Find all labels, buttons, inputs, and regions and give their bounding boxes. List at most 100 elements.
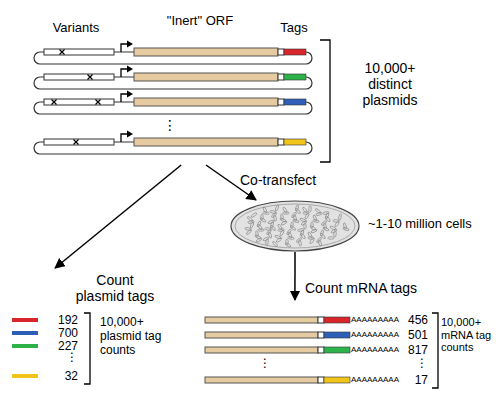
cell (309, 206, 312, 213)
bracket (432, 313, 438, 388)
arrow-connector (55, 165, 181, 268)
annotation-label: ⋮ (392, 356, 428, 370)
cell (270, 210, 277, 214)
node-label: 10,000+ mRNA tag counts (441, 316, 498, 354)
cell (277, 224, 283, 231)
cell (330, 225, 337, 230)
dish-rim (235, 204, 355, 248)
bracket (320, 40, 330, 162)
mrna (205, 317, 324, 323)
cell (323, 211, 330, 214)
annotation-label: AAAAAAAAA (351, 345, 403, 355)
tag-red (324, 317, 350, 323)
cell (282, 207, 287, 214)
annotation-label: 817 (392, 343, 428, 357)
cell (257, 221, 262, 228)
cell (247, 216, 253, 222)
annotation-label: 456 (392, 313, 428, 327)
annotation-label: Tags (264, 20, 324, 35)
tag-blue (324, 332, 350, 338)
annotation-label: 700 (42, 326, 78, 340)
cell (338, 214, 342, 221)
cell (263, 237, 270, 242)
variant-mark (74, 140, 79, 145)
cell (281, 220, 288, 225)
cell (248, 220, 255, 224)
plasmid-tag-counts: 10,000+ plasmid tag counts (8, 268, 165, 390)
cell (302, 207, 308, 214)
variant-mark (96, 100, 101, 105)
annotation-label: AAAAAAAAA (351, 315, 403, 325)
dish (231, 201, 359, 251)
tag-bar (12, 374, 38, 378)
annotation-label: 32 (42, 369, 78, 383)
plasmid (34, 91, 312, 115)
edge-label: Co-transfect (240, 172, 340, 188)
tag-green (284, 74, 306, 80)
cell (316, 212, 323, 216)
cell (291, 212, 297, 218)
cell (251, 212, 258, 218)
tag-bar (12, 344, 38, 348)
tag-bar (12, 318, 38, 322)
cell (263, 207, 268, 214)
cell (261, 214, 263, 220)
annotation-label: AAAAAAAAA (351, 330, 403, 340)
annotation-label: 501 (392, 328, 428, 342)
cell (328, 237, 335, 240)
cell (311, 222, 314, 228)
bracket (84, 313, 90, 384)
node-label: 10,000+ plasmid tag counts (100, 316, 162, 357)
annotation-label: Variants (41, 20, 111, 35)
cell (320, 230, 324, 237)
cell (298, 228, 305, 232)
cell (295, 205, 299, 212)
edge-label: Count plasmid tags (72, 272, 158, 304)
annotation-label: 192 (42, 313, 78, 327)
cell (321, 220, 327, 226)
tag-bar (12, 331, 38, 335)
cell (280, 214, 283, 221)
cell (255, 231, 258, 238)
cell (268, 220, 275, 224)
plasmid-library: 10,000+ distinct plasmids (30, 40, 450, 165)
annotation-label: ⋮ (160, 117, 180, 133)
variant-mark (60, 50, 65, 55)
cell-dish: ~1-10 million cells (230, 200, 360, 252)
mrna (205, 347, 324, 353)
mrna (205, 377, 324, 383)
cell (272, 241, 278, 247)
node-label: 10,000+ distinct plasmids (345, 60, 435, 108)
edge-label: Count mRNA tags (305, 280, 445, 296)
tag-yellow (324, 377, 350, 383)
cell (278, 229, 285, 232)
cell (333, 220, 340, 223)
cell (331, 228, 338, 233)
plasmid (34, 131, 312, 155)
mrna (205, 332, 324, 338)
cell (275, 205, 280, 212)
annotation-label: ⋮ (255, 356, 275, 370)
tag-yellow (284, 139, 306, 145)
cell (316, 237, 322, 243)
plasmid (34, 41, 312, 65)
variant-mark (52, 100, 57, 105)
cell (290, 222, 293, 229)
cell (313, 215, 318, 222)
annotation-label: AAAAAAAAA (351, 375, 403, 385)
cell (300, 218, 307, 223)
node-label: ~1-10 million cells (368, 217, 498, 232)
cell (245, 227, 252, 231)
cell (265, 227, 272, 230)
dish-outline (230, 200, 360, 252)
tag-green (324, 347, 350, 353)
annotation-label: ⋮ (42, 350, 78, 364)
annotation-label: "Inert" ORF (150, 13, 250, 28)
cell (286, 239, 289, 245)
cell (343, 223, 347, 230)
plasmid (34, 66, 312, 90)
cell (275, 235, 282, 239)
cell (303, 212, 310, 215)
tag-red (284, 49, 306, 55)
